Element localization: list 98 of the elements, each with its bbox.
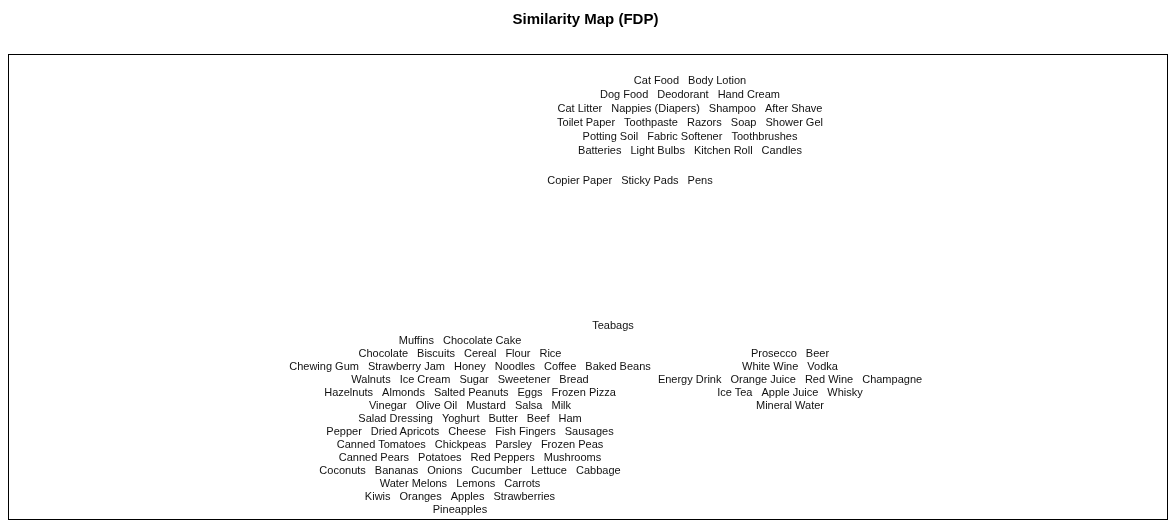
point-label: Muffins xyxy=(398,334,434,346)
point-label: Shower Gel xyxy=(765,116,823,128)
point-label: Ice Tea xyxy=(717,386,753,398)
point-label: Mustard xyxy=(466,399,506,411)
point-label: Shampoo xyxy=(708,102,756,114)
point-label: Apple Juice xyxy=(761,386,819,398)
point-label: Frozen Pizza xyxy=(551,386,616,398)
point-label: Sticky Pads xyxy=(621,174,679,186)
point-label: Strawberry Jam xyxy=(367,360,445,372)
point-label: Carrots xyxy=(504,477,541,489)
point-label: White Wine xyxy=(742,360,799,372)
point-label: Biscuits xyxy=(417,347,455,359)
point-label: Hazelnuts xyxy=(324,386,374,398)
point-label: Deodorant xyxy=(657,88,709,100)
point-label: Vinegar xyxy=(368,399,407,411)
point-label: Energy Drink xyxy=(657,373,722,385)
point-label: Honey xyxy=(453,360,486,372)
point-label: Almonds xyxy=(382,386,425,398)
point-label: Pens xyxy=(687,174,713,186)
point-label: Whisky xyxy=(827,386,863,398)
point-label: Red Wine xyxy=(804,373,854,385)
point-label: Olive Oil xyxy=(415,399,458,411)
point-label: Razors xyxy=(686,116,722,128)
point-label: Pepper xyxy=(326,425,362,437)
point-label: Nappies (Diapers) xyxy=(611,102,700,114)
point-label: Sweetener xyxy=(497,373,551,385)
point-label: Kiwis xyxy=(364,490,391,502)
point-label: Mineral Water xyxy=(755,399,825,411)
point-label: Cabbage xyxy=(576,464,621,476)
point-label: Apples xyxy=(450,490,485,502)
point-label: Toothbrushes xyxy=(731,130,798,142)
point-label: Eggs xyxy=(517,386,543,398)
point-label: Coconuts xyxy=(319,464,366,476)
point-label: Coffee xyxy=(544,360,577,372)
point-label: Toilet Paper xyxy=(557,116,616,128)
chart-title: Similarity Map (FDP) xyxy=(512,10,659,27)
point-label: Fabric Softener xyxy=(647,130,723,142)
point-label: Orange Juice xyxy=(730,373,796,385)
point-label: Hand Cream xyxy=(717,88,780,100)
point-label: Soap xyxy=(730,116,757,128)
point-label: Cereal xyxy=(464,347,497,359)
point-label: Salsa xyxy=(514,399,543,411)
point-label: Rice xyxy=(539,347,562,359)
point-label: Potting Soil xyxy=(582,130,639,142)
point-label: Beer xyxy=(805,347,830,359)
point-label: Yoghurt xyxy=(441,412,480,424)
point-label: Canned Pears xyxy=(338,451,410,463)
point-label: Salted Peanuts xyxy=(433,386,509,398)
point-label: Ham xyxy=(558,412,582,424)
point-label: Kitchen Roll xyxy=(693,144,753,156)
point-label: Milk xyxy=(551,399,572,411)
point-label: Cat Litter xyxy=(557,102,603,114)
point-label: Strawberries xyxy=(493,490,556,502)
point-label: Sugar xyxy=(459,373,489,385)
point-label: Chickpeas xyxy=(434,438,487,450)
point-label: Cat Food xyxy=(633,74,680,86)
point-label: Candles xyxy=(761,144,802,156)
point-label: Ice Cream xyxy=(399,373,451,385)
point-label: Toothpaste xyxy=(624,116,678,128)
point-label: Sausages xyxy=(564,425,614,437)
point-label: Frozen Peas xyxy=(540,438,604,450)
point-label: Chewing Gum xyxy=(289,360,359,372)
point-label: Mushrooms xyxy=(543,451,602,463)
point-label: Body Lotion xyxy=(688,74,747,86)
point-label: Champagne xyxy=(862,373,923,385)
point-label: Beef xyxy=(526,412,550,424)
point-label: Teabags xyxy=(592,319,634,331)
point-label: Walnuts xyxy=(351,373,391,385)
point-label: Onions xyxy=(427,464,463,476)
point-label: Cucumber xyxy=(471,464,522,476)
point-label: Baked Beans xyxy=(585,360,651,372)
point-label: Chocolate Cake xyxy=(443,334,522,346)
point-label: Oranges xyxy=(399,490,442,502)
point-label: Butter xyxy=(488,412,518,424)
point-label: Salad Dressing xyxy=(358,412,433,424)
point-label: Vodka xyxy=(807,360,838,372)
point-label: Flour xyxy=(505,347,531,359)
point-label: Pineapples xyxy=(432,503,488,515)
point-label: Bread xyxy=(559,373,589,385)
point-label: Parsley xyxy=(495,438,532,450)
point-label: Prosecco xyxy=(750,347,797,359)
point-label: Canned Tomatoes xyxy=(336,438,426,450)
point-label: Cheese xyxy=(448,425,487,437)
point-label: Light Bulbs xyxy=(630,144,685,156)
point-label: Bananas xyxy=(374,464,419,476)
point-label: Dried Apricots xyxy=(370,425,440,437)
point-label: Copier Paper xyxy=(547,174,613,186)
point-label: Chocolate xyxy=(358,347,409,359)
point-label: Lemons xyxy=(456,477,496,489)
point-label: Fish Fingers xyxy=(495,425,556,437)
point-label: Water Melons xyxy=(379,477,448,489)
point-label: Dog Food xyxy=(600,88,649,100)
point-label: Red Peppers xyxy=(470,451,535,463)
point-label: Lettuce xyxy=(530,464,567,476)
point-label: Noodles xyxy=(494,360,536,372)
point-label: Potatoes xyxy=(418,451,462,463)
point-label: Batteries xyxy=(578,144,622,156)
point-label: After Shave xyxy=(764,102,823,114)
